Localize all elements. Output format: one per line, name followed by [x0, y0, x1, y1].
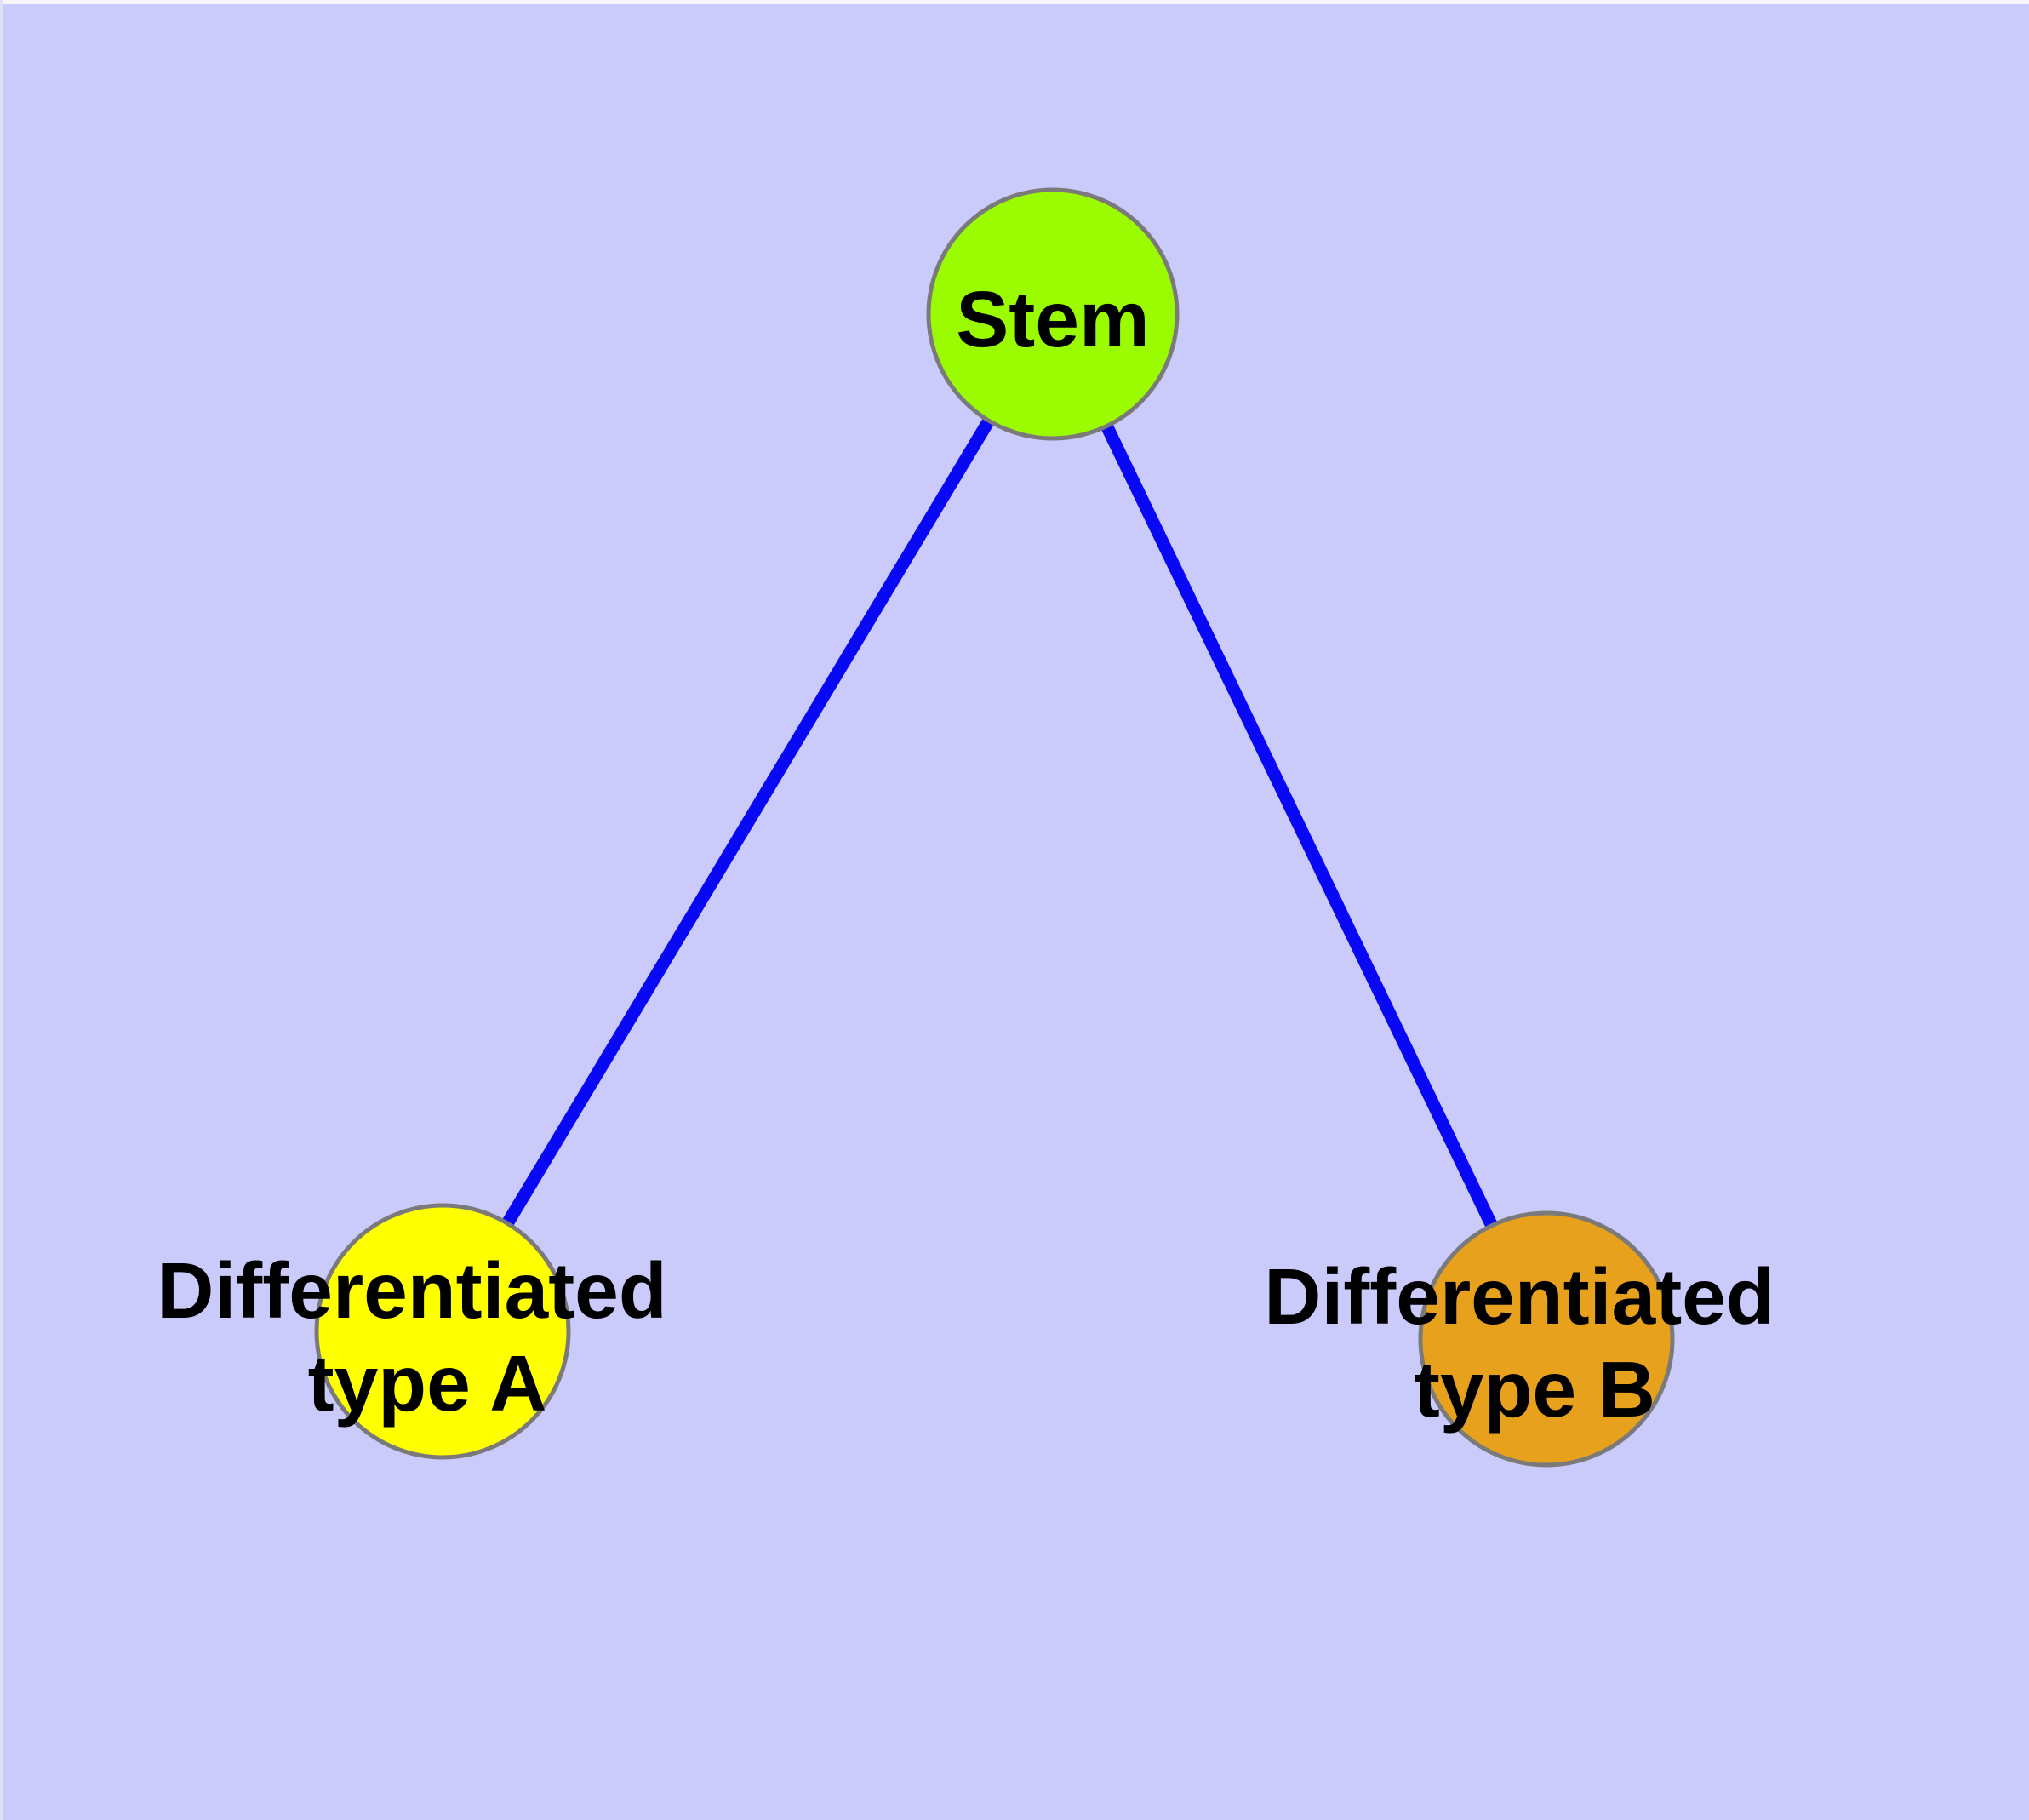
type-b-node-label-line1: Differentiated — [1264, 1252, 1774, 1341]
edge-stem-to-type-a — [437, 311, 1059, 1335]
type-a-node-label-line1: Differentiated — [157, 1246, 666, 1335]
type-a-node — [314, 1203, 571, 1460]
stem-node — [926, 187, 1180, 441]
type-a-node-label-line2: type A — [308, 1339, 547, 1428]
top-edge-strip — [0, 0, 2029, 4]
stem-node-label: Stem — [956, 275, 1149, 363]
left-edge-strip — [0, 0, 3, 1820]
type-b-node — [1418, 1210, 1675, 1468]
type-b-node-label-line2: type B — [1414, 1345, 1655, 1434]
edge-stem-to-type-b — [1047, 311, 1552, 1342]
